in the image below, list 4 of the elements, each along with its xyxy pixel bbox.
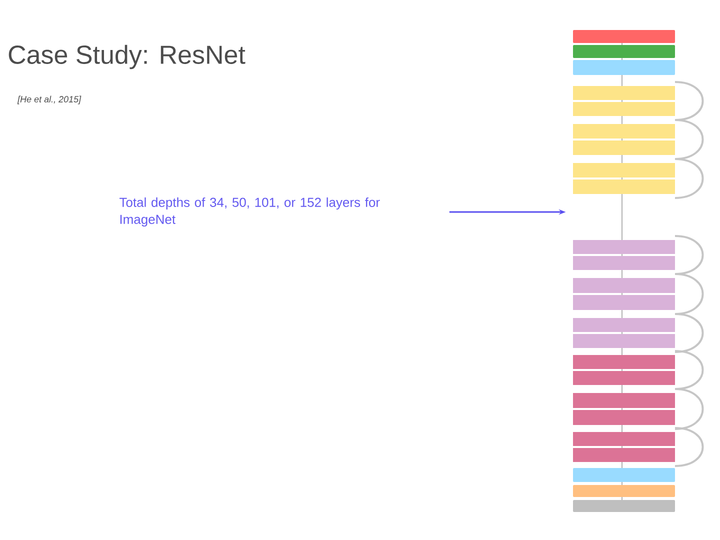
- annotation-text: Total depths of 34, 50, 101, or 152 layers for ImageNet: [120, 197, 380, 227]
- slide-title: Case Study: ResNet: [8, 44, 246, 70]
- citation: [He et al., 2015]: [17, 96, 82, 104]
- resnet-layer-stack-drawing: [573, 30, 704, 512]
